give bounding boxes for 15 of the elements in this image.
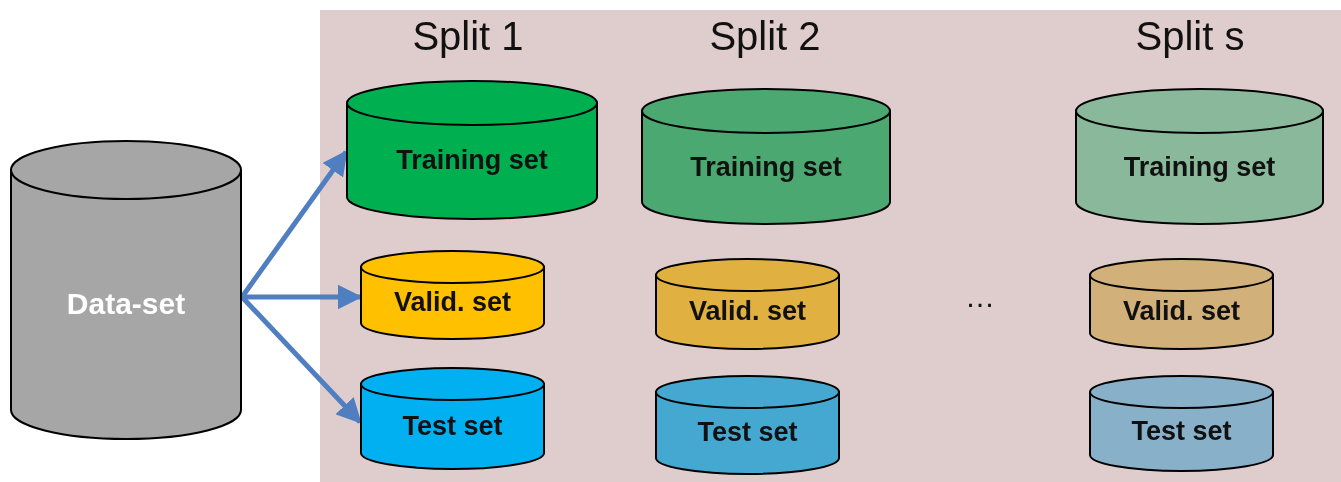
split-title: Split s [1135, 14, 1245, 59]
node-label: Test set [402, 410, 503, 442]
node-label: Valid. set [1122, 296, 1241, 328]
node-label: Training set [1123, 151, 1276, 183]
arrow [242, 284, 363, 310]
ellipsis-label: … [965, 280, 995, 314]
node-label: Valid. set [688, 296, 807, 328]
split-title: Split 2 [709, 14, 821, 59]
node-label: Data-set [66, 287, 186, 321]
node-label: Training set [690, 151, 842, 183]
node-label: Valid. set [393, 287, 512, 319]
split-title: Split 1 [412, 14, 524, 59]
node-label: Test set [697, 417, 798, 449]
node-label: Test set [1131, 415, 1232, 447]
node-label: Training set [396, 145, 548, 177]
